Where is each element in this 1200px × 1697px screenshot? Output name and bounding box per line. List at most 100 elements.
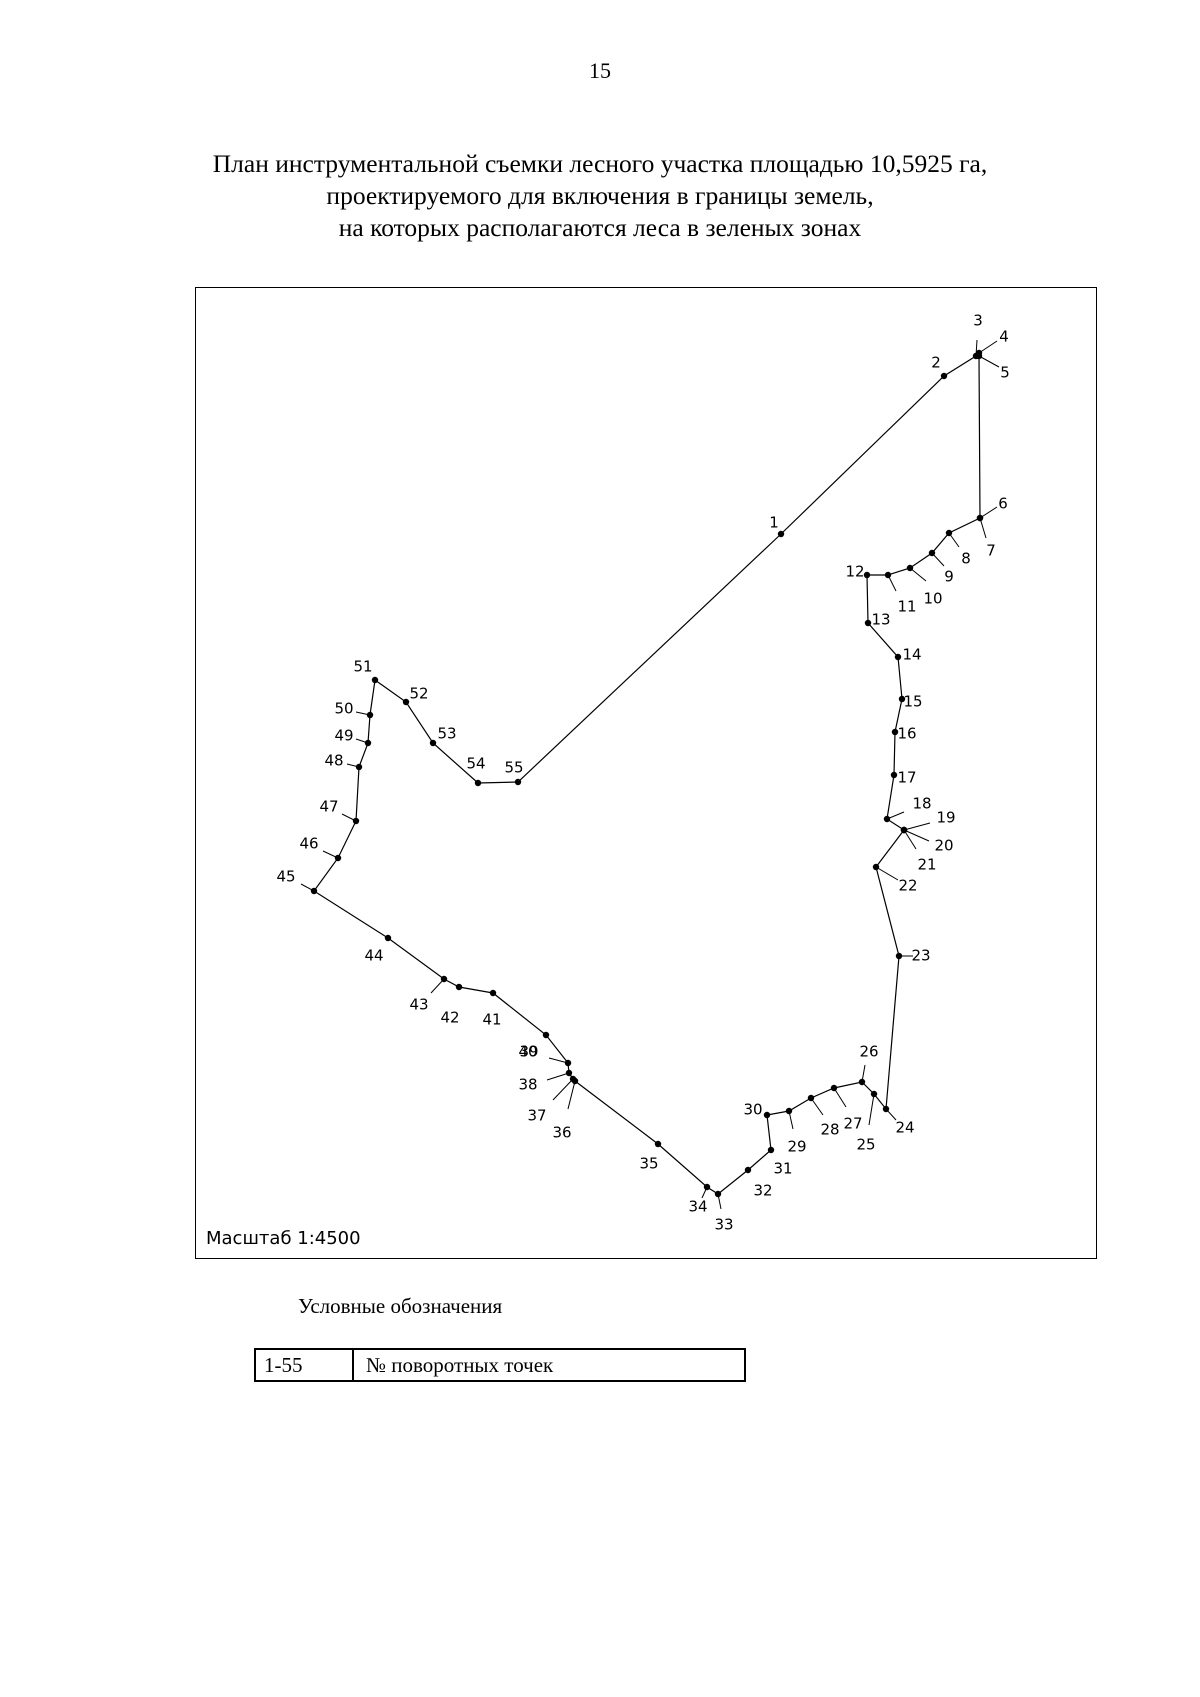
turning-point-label: 48 (324, 752, 343, 770)
turning-point-label: 34 (688, 1198, 707, 1216)
turning-point-label: 53 (437, 725, 456, 743)
turning-point-label: 44 (364, 947, 383, 965)
map-scale-label: Масштаб 1:4500 (206, 1228, 361, 1249)
point-leader-line (903, 822, 931, 831)
page-title: План инструментальной съемки лесного уча… (0, 148, 1200, 244)
turning-point-marker (891, 728, 899, 736)
turning-point-label: 41 (482, 1011, 501, 1029)
turning-point-label: 4 (999, 328, 1009, 346)
turning-point-label: 26 (859, 1043, 878, 1061)
turning-point-marker (763, 1111, 771, 1119)
turning-point-marker (767, 1146, 775, 1154)
turning-point-label: 28 (820, 1121, 839, 1139)
turning-point-label: 12 (845, 563, 864, 581)
turning-point-marker (870, 1090, 878, 1098)
turning-point-label: 2 (931, 354, 941, 372)
turning-point-label: 46 (299, 835, 318, 853)
plot-boundary-line (313, 351, 981, 1195)
turning-point-marker (976, 514, 984, 522)
turning-point-label: 51 (353, 658, 372, 676)
turning-point-marker (940, 372, 948, 380)
legend-description: № поворотных точек (352, 1348, 746, 1382)
turning-point-label: 55 (504, 759, 523, 777)
turning-point-marker (366, 711, 374, 719)
turning-point-marker (906, 564, 914, 572)
turning-point-label: 37 (527, 1107, 546, 1125)
turning-point-marker (355, 763, 363, 771)
turning-point-marker (474, 779, 482, 787)
turning-point-marker (703, 1183, 711, 1191)
turning-point-label: 15 (903, 693, 922, 711)
turning-point-marker (569, 1075, 577, 1083)
turning-point-marker (514, 778, 522, 786)
turning-point-marker (777, 530, 785, 538)
turning-point-marker (310, 887, 318, 895)
turning-point-marker (744, 1166, 752, 1174)
turning-point-label: 3 (973, 312, 983, 330)
turning-point-label: 23 (911, 947, 930, 965)
point-leader-line (979, 517, 987, 539)
turning-point-marker (883, 815, 891, 823)
point-leader-line (978, 340, 998, 354)
turning-point-marker (890, 771, 898, 779)
point-leader-line (810, 1097, 824, 1116)
turning-point-marker (714, 1190, 722, 1198)
turning-point-marker (542, 1031, 550, 1039)
turning-point-marker (807, 1094, 815, 1102)
legend-table: 1-55 № поворотных точек (254, 1348, 746, 1382)
point-leader-line (552, 1078, 574, 1101)
turning-point-label: 10 (923, 590, 942, 608)
turning-point-label: 5 (1000, 364, 1010, 382)
point-leader-line (546, 1072, 570, 1081)
turning-point-label: 14 (902, 646, 921, 664)
turning-point-label: 16 (897, 725, 916, 743)
turning-point-label: 18 (912, 795, 931, 813)
turning-point-label: 47 (319, 798, 338, 816)
turning-point-label: 20 (934, 837, 953, 855)
turning-point-marker (334, 854, 342, 862)
turning-point-label: 27 (843, 1115, 862, 1133)
point-leader-line (833, 1087, 847, 1108)
turning-point-marker (364, 739, 372, 747)
turning-point-label: 43 (409, 996, 428, 1014)
turning-point-label: 49 (334, 727, 353, 745)
turning-point-marker (402, 698, 410, 706)
turning-point-label: 25 (856, 1136, 875, 1154)
point-leader-line (567, 1080, 576, 1110)
turning-point-marker (785, 1107, 793, 1115)
point-leader-line (903, 829, 930, 842)
turning-point-label: 40 (518, 1043, 537, 1061)
turning-point-label: 35 (639, 1155, 658, 1173)
turning-point-label: 31 (773, 1160, 792, 1178)
turning-point-marker (565, 1069, 573, 1077)
turning-point-label: 11 (897, 598, 916, 616)
turning-point-marker (895, 952, 903, 960)
plot-boundary-drawing: 1234567891011121314151617181920212223242… (276, 312, 1010, 1234)
turning-point-marker (863, 571, 871, 579)
turning-point-marker (429, 739, 437, 747)
turning-point-marker (564, 1059, 572, 1067)
turning-point-marker (455, 983, 463, 991)
title-line-3: на которых располагаются леса в зеленых … (338, 213, 862, 242)
turning-point-marker (858, 1078, 866, 1086)
turning-point-marker (489, 989, 497, 997)
turning-point-label: 13 (871, 611, 890, 629)
turning-point-label: 36 (552, 1124, 571, 1142)
point-leader-line (978, 355, 1000, 368)
legend-row: 1-55 № поворотных точек (254, 1348, 746, 1382)
point-leader-line (868, 1093, 875, 1126)
turning-point-label: 29 (787, 1138, 806, 1156)
turning-point-label: 24 (895, 1119, 914, 1137)
turning-point-label: 54 (466, 755, 485, 773)
turning-point-marker (872, 863, 880, 871)
turning-point-marker (830, 1084, 838, 1092)
turning-point-label: 52 (409, 685, 428, 703)
point-leader-line (979, 506, 998, 519)
turning-point-label: 6 (998, 495, 1008, 513)
turning-point-marker (352, 817, 360, 825)
point-leader-line (548, 1057, 569, 1064)
turning-point-marker (894, 653, 902, 661)
turning-point-marker (884, 571, 892, 579)
turning-point-label: 21 (917, 856, 936, 874)
